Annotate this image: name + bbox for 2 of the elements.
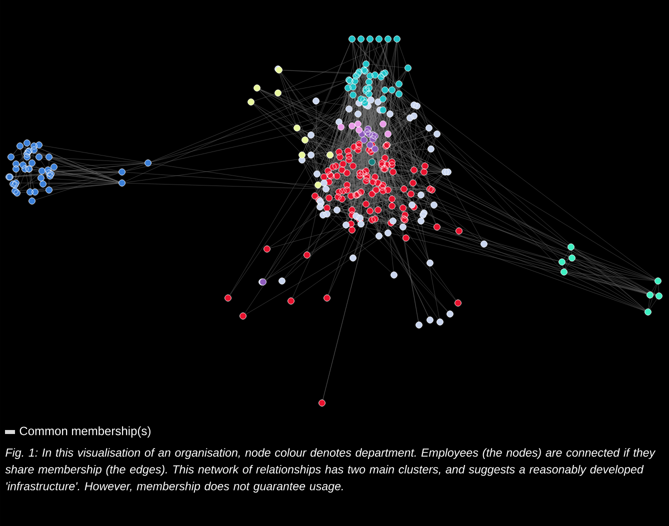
legend-item: Common membership(s): [5, 426, 150, 438]
caption: Fig. 1: In this visualisation of an organisation, node colour denotes department. Employees (the nodes) are connected if they share membership (the edges). This network of relationships has two main clusters, and suggests a reasonably developed 'infrastructure'. However, membership does not guarantee usage.: [5, 448, 656, 493]
